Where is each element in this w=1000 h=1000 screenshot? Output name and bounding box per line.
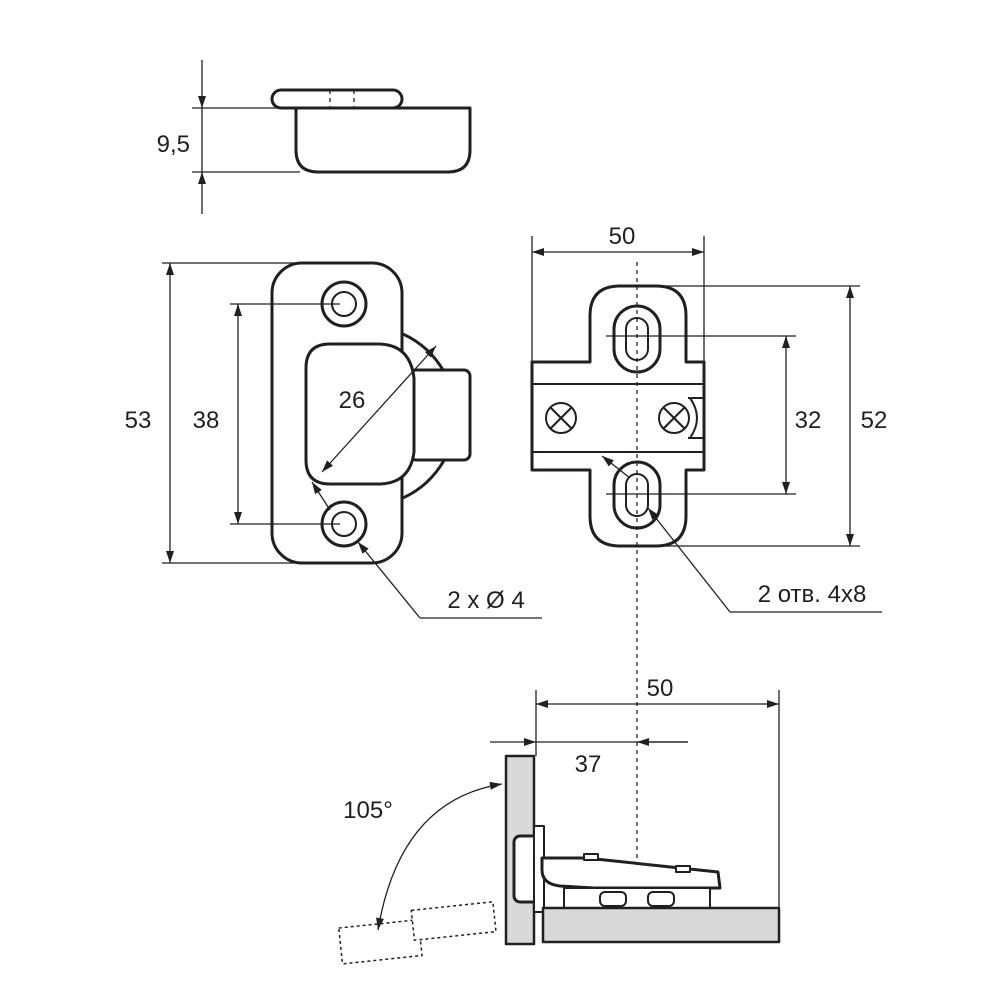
slots-callout-label: 2 отв. 4x8	[758, 581, 867, 608]
hinge-arm	[540, 856, 722, 890]
cabinet-panel	[541, 906, 781, 944]
cup-flange	[270, 88, 404, 110]
hole-spacing-label: 38	[193, 407, 220, 434]
plate-length-label: 53	[125, 407, 152, 434]
slots-leader-diagonal	[647, 507, 731, 613]
cup-opening	[304, 342, 416, 486]
mounting-plate-view: 50 32 52 2 отв. 4x8	[530, 223, 888, 930]
mount-block	[563, 887, 711, 909]
ghost-door-panel	[337, 918, 423, 965]
offset-label: 37	[575, 751, 602, 778]
holes-leader-arrow-a	[311, 481, 331, 511]
cup-diameter-line	[321, 345, 437, 473]
overall-width-label: 50	[647, 675, 674, 702]
side-view: 9,5	[157, 60, 472, 214]
height-label: 9,5	[157, 131, 190, 158]
ghost-door-panel-2	[410, 900, 497, 942]
cup-diameter-label: 26	[339, 387, 366, 414]
plate-width-label: 50	[609, 223, 636, 250]
hinge-arm-block	[408, 368, 472, 462]
installation-view: 50 37 105°	[337, 675, 781, 965]
arm-top-tab-2	[675, 865, 691, 873]
opening-angle-arc	[376, 781, 503, 931]
cup-top-view: 53 38 26 2 x Ø 4	[125, 261, 542, 619]
arm-top-tab	[583, 853, 599, 861]
slot-spacing-label: 32	[795, 407, 822, 434]
holes-leader-diagonal	[357, 541, 421, 619]
mount-screw-a	[599, 891, 627, 907]
cup-body	[294, 106, 472, 174]
holes-callout-label: 2 x Ø 4	[447, 587, 524, 614]
slots-leader-arrow-a	[601, 455, 631, 479]
screw-left-cross-b	[550, 407, 572, 429]
mount-screw-b	[647, 891, 675, 907]
screw-right-clip	[689, 397, 698, 439]
screw-right-cross-b	[663, 407, 685, 429]
opening-angle-label: 105°	[343, 797, 393, 824]
opened-door-ghost	[337, 900, 497, 965]
mount-length-label: 52	[861, 407, 888, 434]
